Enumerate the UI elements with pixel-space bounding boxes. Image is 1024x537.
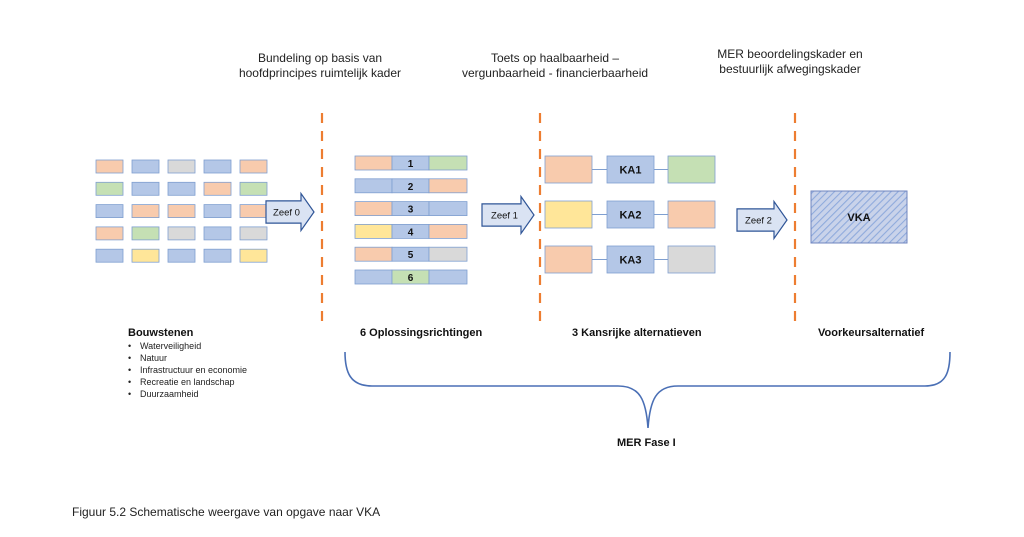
- list-item: Natuur: [126, 352, 247, 364]
- solution-row-left-cell: [354, 223, 393, 239]
- solution-row-right-cell: [428, 178, 468, 194]
- sieve-label: Zeef 2: [745, 216, 772, 227]
- header-bundeling-line-2: hoofdprincipes ruimtelijk kader: [238, 66, 402, 80]
- alternative-right-block: [667, 155, 716, 184]
- solution-row-left-cell: [354, 155, 393, 171]
- mer-phase-bracket: [344, 351, 951, 429]
- bouwstenen-title: Bouwstenen: [128, 327, 194, 339]
- header-mer-kader: MER beoordelingskader en bestuurlijk afw…: [670, 47, 910, 77]
- list-item: Waterveiligheid: [126, 340, 247, 352]
- alternative-left-block: [544, 155, 593, 184]
- alternative-label: KA1: [619, 165, 641, 177]
- solution-row-left-cell: [354, 269, 393, 285]
- building-block-cell: [239, 248, 268, 263]
- solution-row-number: 3: [408, 205, 414, 216]
- solution-row-number: 6: [408, 273, 414, 284]
- sieve-label: Zeef 0: [273, 208, 300, 219]
- header-bundeling: Bundeling op basis van hoofdprincipes ru…: [205, 51, 435, 81]
- oplossingsrichtingen-title: 6 Oplossingsrichtingen: [360, 327, 483, 339]
- building-block-cell: [95, 204, 124, 219]
- figure-caption: Figuur 5.2 Schematische weergave van opg…: [72, 505, 381, 519]
- header-mer-kader-line-1: MER beoordelingskader en: [717, 47, 863, 61]
- building-block-cell: [167, 181, 196, 196]
- building-block-cell: [203, 204, 232, 219]
- solution-row-left-cell: [354, 246, 393, 262]
- solution-row-number: 2: [408, 182, 414, 193]
- solution-row-right-cell: [428, 223, 468, 239]
- solution-row-number: 5: [408, 250, 414, 261]
- solution-row-right-cell: [428, 155, 468, 171]
- solution-row-left-cell: [354, 201, 393, 217]
- header-toets: Toets op haalbaarheid – vergunbaarheid -…: [440, 51, 670, 81]
- sieve-arrow: [265, 191, 315, 233]
- building-block-cell: [131, 204, 160, 219]
- alternative-right-block: [667, 200, 716, 229]
- building-block-cell: [95, 159, 124, 174]
- alternative-left-block: [544, 200, 593, 229]
- sieve-arrow: [481, 194, 535, 236]
- vka-label: VKA: [847, 212, 870, 224]
- building-block-cell: [203, 181, 232, 196]
- solution-row-right-cell: [428, 201, 468, 217]
- building-block-cell: [203, 159, 232, 174]
- bouwstenen-list: Waterveiligheid Natuur Infrastructuur en…: [126, 340, 247, 400]
- solution-row-right-cell: [428, 246, 468, 262]
- building-block-cell: [131, 248, 160, 263]
- solution-row-right-cell: [428, 269, 468, 285]
- sieve-label: Zeef 1: [491, 211, 518, 222]
- building-block-cell: [95, 181, 124, 196]
- header-mer-kader-line-2: bestuurlijk afwegingskader: [719, 62, 861, 76]
- building-block-cell: [167, 159, 196, 174]
- building-block-cell: [167, 226, 196, 241]
- vka-box: [810, 190, 908, 244]
- building-block-cell: [239, 226, 268, 241]
- header-bundeling-line-1: Bundeling op basis van: [257, 51, 383, 65]
- list-item: Infrastructuur en economie: [126, 364, 247, 376]
- building-block-cell: [239, 181, 268, 196]
- solution-row-number: 1: [408, 159, 414, 170]
- building-block-cell: [131, 226, 160, 241]
- alternative-left-block: [544, 245, 593, 274]
- alternative-label-block: [606, 245, 655, 274]
- building-block-cell: [167, 248, 196, 263]
- building-block-cell: [239, 159, 268, 174]
- solution-row-number: 4: [408, 227, 414, 238]
- alternative-label: KA3: [619, 255, 641, 267]
- alternative-label: KA2: [619, 210, 641, 222]
- solution-row-left-cell: [354, 178, 393, 194]
- sieve-arrow: [736, 199, 788, 241]
- alternative-label-block: [606, 155, 655, 184]
- building-block-cell: [203, 248, 232, 263]
- building-block-cell: [131, 181, 160, 196]
- list-item: Duurzaamheid: [126, 388, 247, 400]
- building-block-cell: [95, 226, 124, 241]
- header-toets-line-1: Toets op haalbaarheid –: [490, 51, 620, 65]
- building-block-cell: [167, 204, 196, 219]
- building-block-cell: [131, 159, 160, 174]
- building-block-cell: [95, 248, 124, 263]
- alternative-right-block: [667, 245, 716, 274]
- mer-fase-label: MER Fase I: [617, 437, 676, 449]
- alternative-label-block: [606, 200, 655, 229]
- header-toets-line-2: vergunbaarheid - financierbaarheid: [461, 66, 649, 80]
- building-block-cell: [239, 204, 268, 219]
- building-block-cell: [203, 226, 232, 241]
- vka-title: Voorkeursalternatief: [818, 327, 925, 339]
- kansrijke-title: 3 Kansrijke alternatieven: [572, 327, 702, 339]
- list-item: Recreatie en landschap: [126, 376, 247, 388]
